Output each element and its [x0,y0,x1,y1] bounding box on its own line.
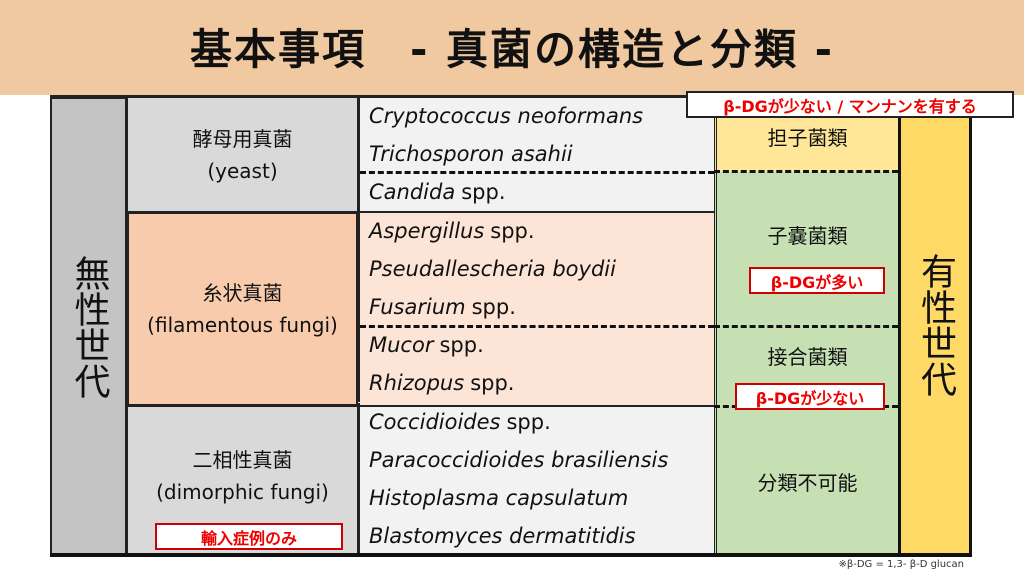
class-ascomycota: 子嚢菌類 [714,172,898,326]
divider [358,405,714,407]
species-suffix: spp. [471,295,516,319]
header-band [0,0,1024,95]
divider-dashed [714,325,898,328]
species-bg-yeast [358,97,714,212]
species-genus: Cryptococcus neoformans [369,104,644,128]
species-suffix: spp. [490,218,535,243]
species-item: Cryptococcus neoformans [358,97,714,135]
divider-dashed [360,325,714,328]
class-name: 分類不可能 [757,470,858,495]
imported-only-badge: 輸入症例のみ [155,523,343,550]
species-suffix: spp. [461,180,506,205]
badge-high-dg: β-DGが多い [749,267,885,294]
species-genus: Paracoccidioides brasiliensis [369,447,669,472]
badge-low-dg: β-DGが少ない [735,383,885,410]
species-genus: Fusarium [369,295,466,319]
asexual-label: 無性世代 [68,254,110,399]
species-item: Pseudallescheria boydii [358,249,714,288]
divider-dashed [360,171,714,174]
divider [358,211,714,213]
table-bottom-border [50,553,972,557]
group-en: (yeast) [207,158,278,183]
species-genus: Pseudallescheria boydii [369,256,616,281]
class-name: 接合菌類 [767,344,848,369]
sexual-column: 有性世代 [898,97,972,556]
species-genus: Rhizopus [369,371,465,396]
group-en: (dimorphic fungi) [156,480,329,504]
group-filamentous: 糸状真菌 (filamentous fungi) [127,212,358,406]
species-suffix: spp. [439,333,484,358]
species-genus: Coccidioides [369,409,501,434]
group-name: 二相性真菌 [192,448,293,472]
species-item: Trichosporon asahii [358,135,714,174]
class-name: 子嚢菌類 [767,223,848,248]
species-item: Paracoccidioides brasiliensis [358,440,714,479]
sexual-label: 有性世代 [915,253,956,397]
species-suffix: spp. [506,409,551,434]
group-yeast: 酵母用真菌 (yeast) [127,97,358,212]
group-en: (filamentous fungi) [147,313,338,337]
divider-dashed [714,170,898,173]
species-genus: Trichosporon asahii [369,142,573,167]
class-unclassified: 分類不可能 [714,406,898,556]
species-bg-filamentous [358,212,714,406]
species-suffix: spp. [470,371,515,396]
species-item: Blastomyces dermatitidis [358,517,714,556]
page-title: 基本事項 - 真菌の構造と分類 - [189,24,835,74]
species-genus: Candida [369,180,456,205]
species-genus: Histoplasma capsulatum [369,486,629,510]
species-item: Histoplasma capsulatum [358,479,714,517]
table-top-border [50,95,972,98]
species-bg-dimorphic [358,406,714,556]
asexual-column: 無性世代 [50,97,127,556]
group-name: 糸状真菌 [202,281,283,305]
species-genus: Mucor [369,333,434,358]
class-name: 担子菌類 [767,126,848,150]
group-name: 酵母用真菌 [192,126,293,151]
species-genus: Blastomyces dermatitidis [369,524,636,549]
footnote: ※β-DG = 1,3- β-D glucan [838,559,964,570]
badge-low-dg-mannan: β-DGが少ない / マンナンを有する [686,91,1014,118]
species-genus: Aspergillus [369,218,485,243]
